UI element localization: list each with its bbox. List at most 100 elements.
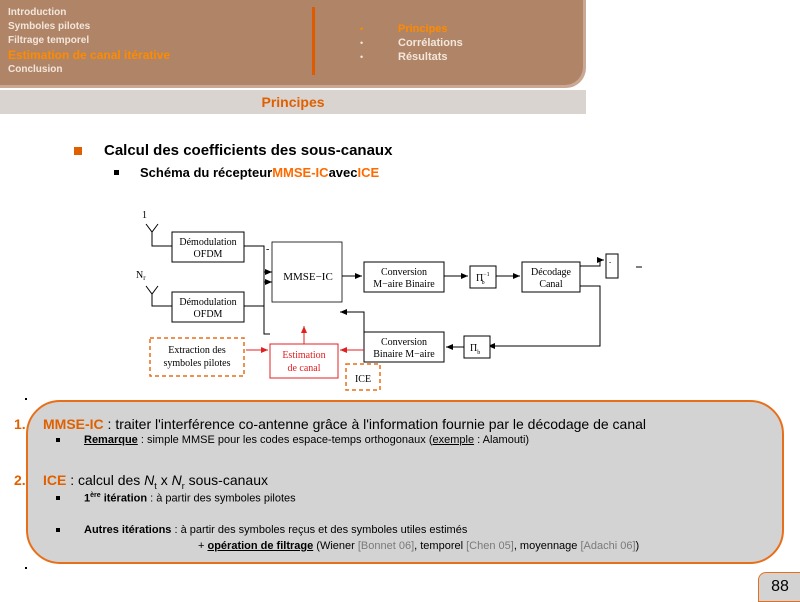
main-bullet-text: Calcul des coefficients des sous-canaux: [104, 142, 393, 159]
conv-mb-line2: M−aire Binaire: [373, 279, 435, 290]
item2-number: 2.: [14, 472, 26, 488]
antenna-1-label: 1: [142, 210, 147, 221]
filter-label: opération de filtrage: [207, 540, 314, 552]
nav-section-estimation-current[interactable]: Estimation de canal itérative: [8, 48, 171, 62]
receiver-diagram: 1 Nr Démodulation OFDM Démodulation OFDM…: [128, 204, 648, 394]
demod-box-2-line1: Démodulation: [179, 297, 236, 308]
filter-text-moyennage: , moyennage: [513, 540, 581, 552]
bullet-icon: •: [360, 24, 364, 34]
nav-section-introduction[interactable]: Introduction: [8, 7, 67, 18]
interleaver-label: Πb: [470, 343, 480, 356]
mmse-block-label: MMSE−IC: [283, 271, 333, 283]
channel-estimation-box: [269, 343, 339, 379]
demod-box-2-line2: OFDM: [194, 309, 223, 320]
estimation-line2: de canal: [287, 363, 320, 374]
output-box: [605, 253, 619, 279]
extraction-line1: Extraction des: [168, 345, 226, 356]
item1-text: : traiter l'interférence co-antenne grâc…: [103, 416, 647, 432]
page-number: 88: [758, 572, 800, 602]
filter-text-temporel: , temporel: [414, 540, 467, 552]
bullet-icon: •: [360, 52, 364, 62]
nav-section-filtrage-temporel[interactable]: Filtrage temporel: [8, 35, 90, 46]
other-iterations-label: Autres itérations: [84, 524, 172, 536]
nav-subsection-correlations[interactable]: • Corrélations: [360, 36, 463, 50]
bullet-icon: •: [360, 38, 364, 48]
nav-subsection-resultats[interactable]: • Résultats: [360, 50, 463, 64]
nav-subsection-label: Principes: [398, 23, 448, 35]
item2-text-post: sous-canaux: [184, 472, 268, 488]
demod-box-1: [171, 231, 245, 263]
nav-subsection-principes[interactable]: • Principes: [360, 22, 463, 36]
demod-box-1-line1: Démodulation: [179, 237, 236, 248]
item2-heading: ICE : calcul des Nt x Nr sous-canaux: [43, 472, 268, 491]
nt-symbol: N: [144, 472, 155, 488]
item1-remark: Remarque : simple MMSE pour les codes es…: [84, 434, 529, 446]
output-mark: -: [609, 258, 612, 266]
header-frame: Introduction Symboles pilotes Filtrage t…: [0, 0, 586, 88]
other-iterations-text: : à partir des symboles reçus et des sym…: [171, 524, 468, 536]
sub-bullet-key-ice: ICE: [357, 165, 380, 180]
item2-key: ICE: [43, 472, 67, 488]
conv2-feedback: [340, 309, 365, 332]
nav-section-symboles-pilotes[interactable]: Symboles pilotes: [8, 21, 91, 32]
demod-box-2: [171, 291, 245, 323]
decoder-line2: Canal: [539, 279, 563, 290]
square-bullet-icon: [56, 438, 60, 442]
antenna-1-icon: [145, 223, 172, 247]
nt-subscript: t: [154, 480, 157, 491]
mmse-block: [271, 241, 343, 303]
ref-chen[interactable]: [Chen 05]: [466, 540, 514, 552]
decoder-line1: Décodage: [531, 267, 572, 278]
subsection-nav: • Principes • Corrélations • Résultats: [360, 22, 463, 64]
ref-adachi[interactable]: [Adachi 06]: [580, 540, 636, 552]
ref-bonnet[interactable]: [Bonnet 06]: [357, 540, 415, 552]
first-iteration-number: 1: [84, 492, 91, 505]
deinterleaver-box: [469, 265, 497, 289]
extraction-line2: symboles pilotes: [164, 358, 231, 369]
square-bullet-icon: [56, 496, 60, 500]
section-title-bar: Principes: [0, 90, 586, 114]
example-label: exemple: [432, 434, 475, 446]
decoder-output: [488, 257, 604, 349]
ice-box: [345, 363, 381, 391]
item1-key: MMSE-IC: [43, 416, 104, 432]
conv-mb-box: [363, 261, 445, 293]
estimation-line1: Estimation: [282, 350, 325, 361]
main-bullet: Calcul des coefficients des sous-canaux: [74, 142, 392, 159]
first-iteration-text: : à partir des symboles pilotes: [147, 492, 296, 505]
first-iteration-sup: ère: [90, 492, 101, 499]
square-bullet-icon: [114, 170, 119, 175]
pilot-extraction-box: [149, 337, 245, 377]
dash-mark: -: [266, 244, 269, 255]
filter-text-close: ): [635, 540, 640, 552]
item2-filtering: + opération de filtrage (Wiener [Bonnet …: [198, 540, 639, 552]
remark-label: Remarque: [84, 434, 138, 446]
nav-section-conclusion[interactable]: Conclusion: [8, 64, 63, 75]
header-divider: [312, 7, 315, 75]
conv-bm-line1: Conversion: [381, 337, 427, 348]
sub-bullet: Schéma du récepteur MMSE-IC avec ICE: [114, 165, 379, 180]
item2-first-iteration: 1ère itération : à partir des symboles p…: [84, 492, 296, 505]
nav-subsection-label: Résultats: [398, 51, 448, 63]
header-bar: Introduction Symboles pilotes Filtrage t…: [0, 0, 583, 85]
decoder-box: [521, 261, 581, 293]
receiver-diagram-svg: 1 Nr Démodulation OFDM Démodulation OFDM…: [136, 210, 642, 391]
item2-other-iterations: Autres itérations : à partir des symbole…: [84, 524, 467, 536]
square-bullet-icon: [56, 528, 60, 532]
conv-mb-line1: Conversion: [381, 267, 427, 278]
conv-bm-box: [363, 331, 445, 363]
demod-box-1-line2: OFDM: [194, 249, 223, 260]
item1-heading: MMSE-IC : traiter l'interférence co-ante…: [43, 416, 646, 432]
filter-plus: +: [198, 540, 208, 552]
explanation-panel: [26, 400, 784, 564]
item2-text-pre: : calcul des: [66, 472, 145, 488]
nav-subsection-label: Corrélations: [398, 37, 463, 49]
first-iteration-label: itération: [100, 492, 148, 505]
conv-bm-line2: Binaire M−aire: [373, 349, 435, 360]
item1-number: 1.: [14, 416, 26, 432]
nr-symbol: N: [171, 472, 182, 488]
sub-bullet-text-mid: avec: [328, 165, 358, 180]
sub-bullet-key-mmse: MMSE-IC: [272, 165, 329, 180]
estimation-connections: [246, 326, 364, 353]
